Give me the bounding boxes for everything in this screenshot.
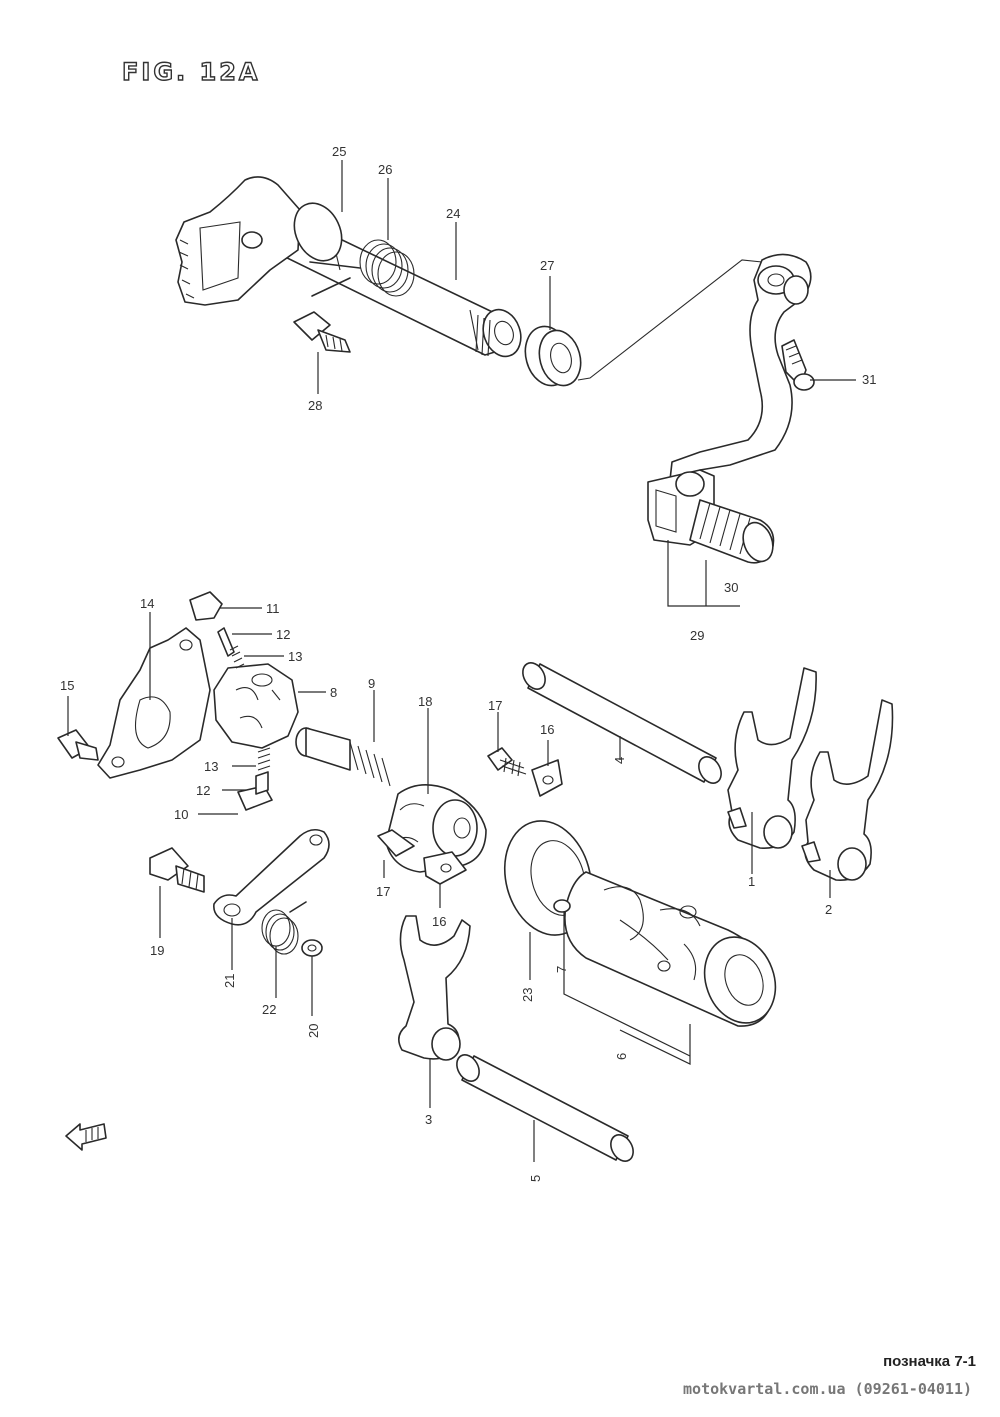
reference-label: позначка 7-1 [883, 1353, 976, 1370]
callout-29: 29 [690, 628, 704, 643]
callout-16b: 16 [432, 914, 446, 929]
callout-6: 6 [614, 1053, 629, 1060]
callout-13a: 13 [288, 649, 302, 664]
drum-pin [553, 899, 571, 913]
callout-11: 11 [266, 601, 280, 616]
figure-title: FIG. 12A [121, 57, 261, 86]
callout-25: 25 [332, 144, 346, 159]
callout-17a: 17 [488, 698, 502, 713]
callout-1: 1 [748, 874, 755, 889]
shift-fork-1 [727, 667, 817, 849]
leader-lines [67, 160, 856, 1162]
cam-stopper-assembly [57, 591, 391, 811]
shift-arm [213, 828, 330, 926]
callout-16a: 16 [540, 722, 554, 737]
small-washer [301, 939, 323, 957]
gearshift-cam [213, 663, 299, 749]
callout-2: 2 [825, 902, 832, 917]
fork-shaft-upper [522, 662, 722, 784]
washer [531, 759, 563, 797]
callout-4: 4 [612, 757, 627, 764]
oil-seal [524, 325, 582, 387]
callout-21: 21 [222, 974, 237, 988]
callout-13b: 13 [204, 759, 218, 774]
callout-17b: 17 [376, 884, 390, 899]
callout-7: 7 [554, 966, 569, 973]
shaft-arm-plate [175, 176, 301, 306]
screw-upper [487, 747, 527, 777]
callout-9: 9 [368, 676, 375, 691]
arm-spring [261, 901, 307, 955]
callout-28: 28 [308, 398, 322, 413]
cam-driven-gear [377, 784, 487, 885]
callout-labels: 1 2 3 4 5 6 7 8 9 10 11 12 12 13 13 14 1… [60, 144, 876, 1182]
front-direction-arrow-icon [65, 1123, 107, 1151]
callout-27: 27 [540, 258, 554, 273]
shift-drum-assembly [503, 820, 777, 1027]
callout-22: 22 [262, 1002, 276, 1017]
callout-3: 3 [425, 1112, 432, 1127]
callout-26: 26 [378, 162, 392, 177]
cam-pin [295, 727, 391, 787]
shift-fork-2 [804, 699, 894, 881]
fork-shaft-lower [456, 1054, 634, 1162]
callout-8: 8 [330, 685, 337, 700]
callout-30: 30 [724, 580, 738, 595]
callout-12b: 12 [196, 783, 210, 798]
stopper-bolt [293, 311, 351, 353]
callout-18: 18 [418, 694, 432, 709]
shift-pawl-upper [189, 591, 223, 621]
lever-rubber [689, 499, 775, 564]
gearshift-lever [669, 253, 812, 486]
callout-23: 23 [520, 988, 535, 1002]
callout-14: 14 [140, 596, 154, 611]
return-spring [309, 239, 415, 297]
callout-31: 31 [862, 372, 876, 387]
source-watermark: motokvartal.com.ua (09261-04011) [683, 1380, 972, 1398]
callout-15: 15 [60, 678, 74, 693]
gearshift-shaft-assembly [175, 176, 582, 387]
shift-arm-group [149, 828, 330, 957]
callout-20: 20 [306, 1024, 321, 1038]
gearshift-lever-assembly [577, 253, 815, 564]
callout-24: 24 [446, 206, 460, 221]
cam-stopper-plate [97, 627, 211, 779]
callout-10: 10 [174, 807, 188, 822]
callout-12a: 12 [276, 627, 290, 642]
callout-19: 19 [150, 943, 164, 958]
callout-5: 5 [528, 1175, 543, 1182]
